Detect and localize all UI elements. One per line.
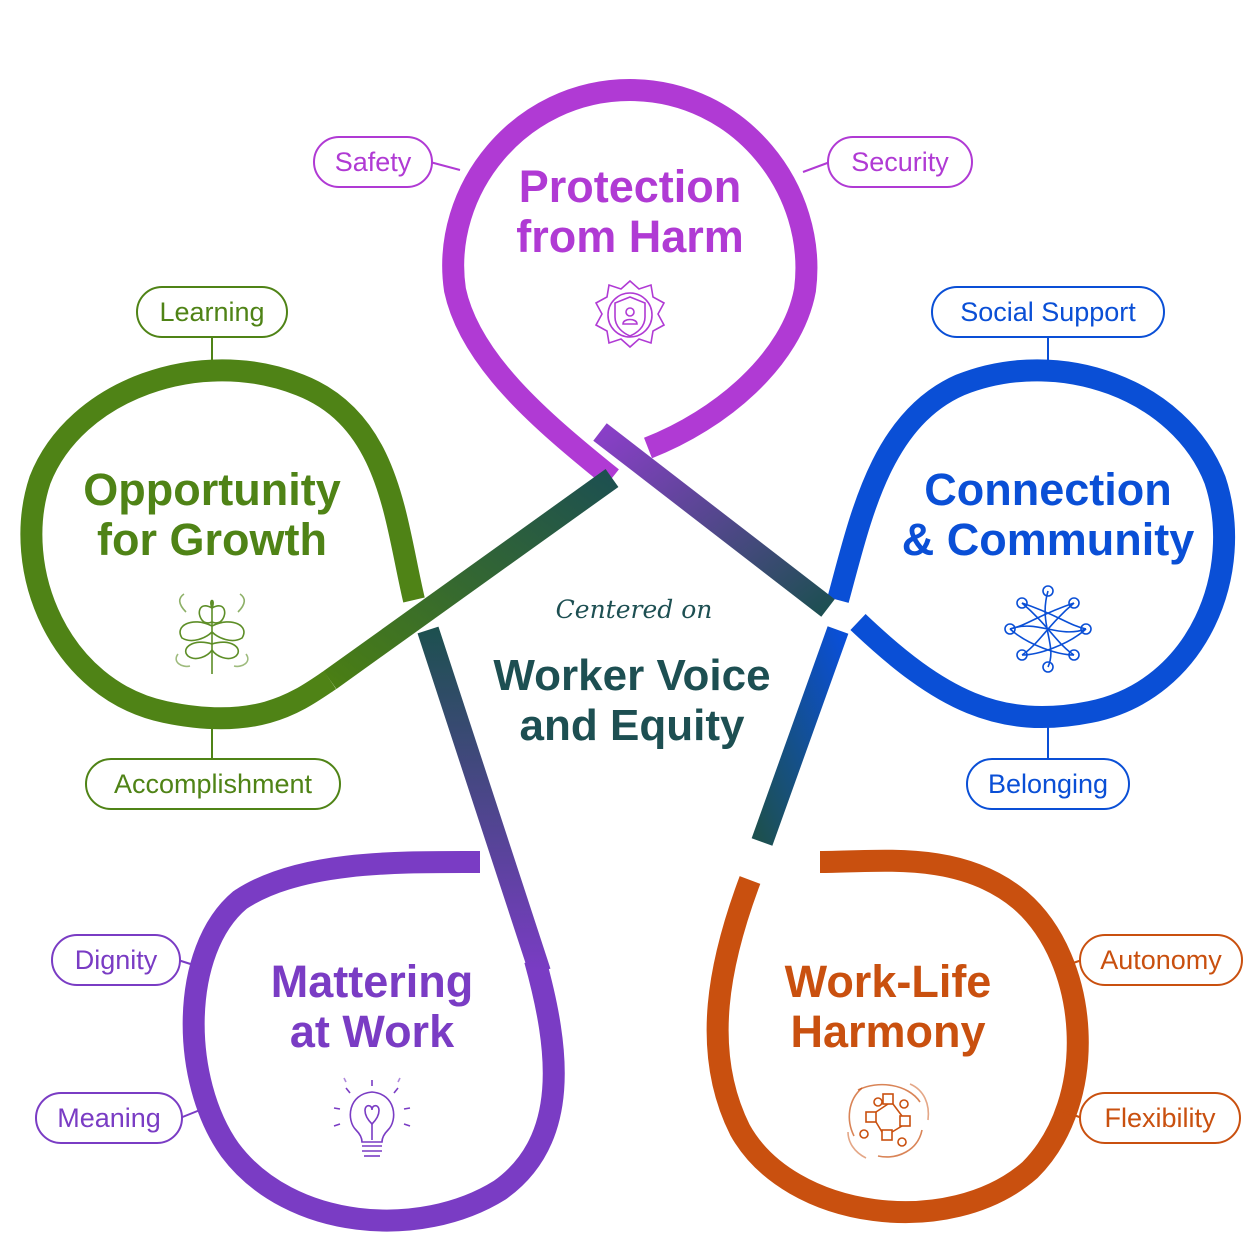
protection-title-line2: from Harm xyxy=(516,211,744,262)
tag-learning: Learning xyxy=(136,286,288,364)
protection-title-line1: Protection xyxy=(519,161,742,212)
loop-connection xyxy=(827,359,1236,729)
tag-learning-label: Learning xyxy=(159,297,264,327)
tag-meaning: Meaning xyxy=(35,1092,201,1144)
tag-dignity-label: Dignity xyxy=(75,945,158,975)
tag-social-support: Social Support xyxy=(931,286,1165,364)
tag-safety: Safety xyxy=(313,136,461,188)
flow-icon xyxy=(847,1083,930,1159)
mattering-title-line1: Mattering xyxy=(271,956,474,1007)
lightbulb-heart-icon xyxy=(333,1077,411,1157)
connection-title-line2: & Community xyxy=(902,514,1195,565)
worklife-title-line2: Harmony xyxy=(790,1006,985,1057)
loop-mattering xyxy=(182,850,565,1232)
loop-worklife xyxy=(706,849,1089,1224)
tag-accomplishment: Accomplishment xyxy=(85,724,341,810)
tag-autonomy-label: Autonomy xyxy=(1100,945,1222,975)
network-icon xyxy=(1004,585,1092,673)
connection-title-line1: Connection xyxy=(924,464,1171,515)
center-title-line2: and Equity xyxy=(520,701,745,750)
tag-dignity: Dignity xyxy=(51,934,204,986)
tag-belonging-label: Belonging xyxy=(988,769,1108,799)
tag-autonomy: Autonomy xyxy=(1057,934,1243,986)
tag-belonging: Belonging xyxy=(966,726,1130,810)
tag-flexibility-label: Flexibility xyxy=(1104,1103,1216,1133)
tag-meaning-label: Meaning xyxy=(57,1103,161,1133)
center-subtitle: Centered on xyxy=(556,595,713,624)
worklife-title-line1: Work-Life xyxy=(785,956,992,1007)
tag-social-support-label: Social Support xyxy=(960,297,1136,327)
mattering-title-line2: at Work xyxy=(290,1006,455,1057)
tag-security: Security xyxy=(802,136,973,188)
tag-accomplishment-label: Accomplishment xyxy=(114,769,313,799)
tag-flexibility: Flexibility xyxy=(1059,1092,1241,1144)
center-title-line1: Worker Voice xyxy=(493,651,770,700)
tag-safety-label: Safety xyxy=(335,147,412,177)
loop-growth xyxy=(20,359,425,730)
loop-protection xyxy=(442,78,818,487)
plant-icon xyxy=(175,593,249,674)
growth-title-line2: for Growth xyxy=(97,514,327,565)
growth-title-line1: Opportunity xyxy=(83,464,340,515)
shield-person-icon xyxy=(594,279,666,349)
tag-security-label: Security xyxy=(851,147,949,177)
center-pentagon xyxy=(323,423,849,976)
